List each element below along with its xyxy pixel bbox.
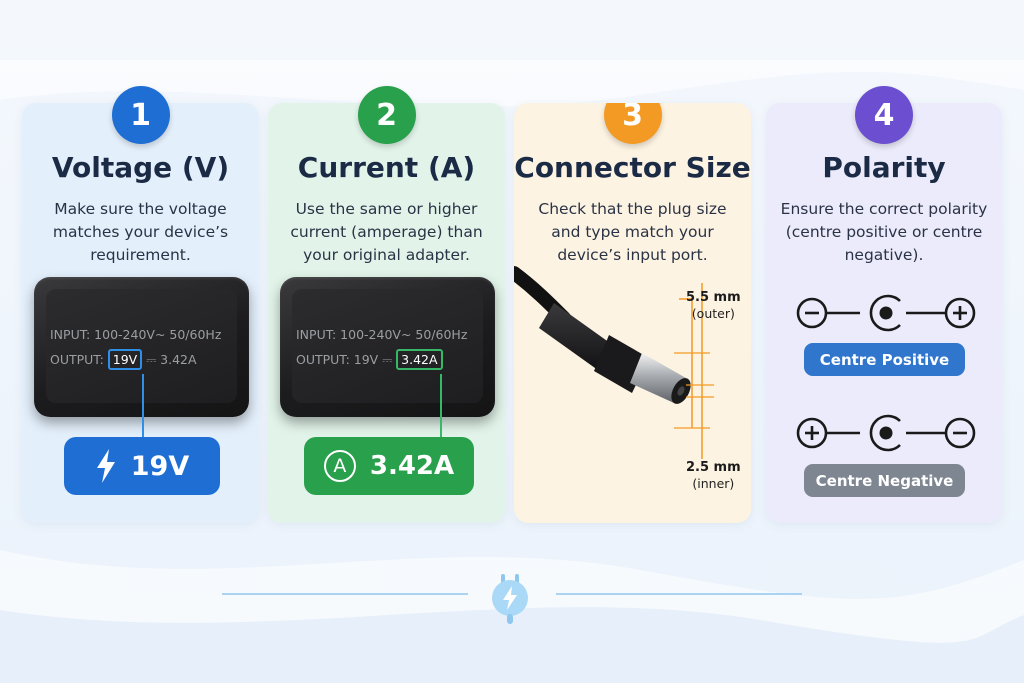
polarity-centre-negative-icon	[796, 414, 976, 452]
step-card-current: 2 Current (A) Use the same or higher cur…	[268, 86, 505, 523]
polarity-centre-positive-icon	[796, 294, 976, 332]
step-title-connector-size: Connector Size	[514, 151, 751, 184]
dc-barrel-plug-icon	[514, 266, 714, 459]
current-connector-line	[440, 374, 442, 438]
step-title-polarity: Polarity	[822, 151, 946, 184]
step-badge-2: 2	[357, 86, 416, 144]
step-badge-1: 1	[111, 86, 170, 144]
current-value: 3.42A	[369, 451, 455, 481]
step-card-connector-size: 3 Connector Size Check that the plug siz…	[514, 103, 751, 523]
adapter-output-line: OUTPUT: 19V ⎓ 3.42A	[296, 349, 443, 370]
step-card-polarity: 4 Polarity Ensure the correct polarity (…	[766, 86, 1002, 523]
step-card-voltage: 1 Voltage (V) Make sure the voltage matc…	[22, 86, 259, 523]
ampere-circle-icon: A	[323, 450, 356, 482]
outer-dimension-value: 5.5 mm	[686, 290, 741, 305]
voltage-highlight: 19V	[107, 349, 143, 370]
power-adapter: INPUT: 100-240V~ 50/60Hz OUTPUT: 19V ⎓ 3…	[34, 277, 249, 417]
step-desc-voltage: Make sure the voltage matches your devic…	[52, 200, 229, 264]
outer-dimension: 5.5 mm (outer)	[686, 289, 741, 322]
inner-dimension-value: 2.5 mm	[686, 460, 741, 475]
current-highlight: 3.42A	[396, 349, 443, 370]
centre-negative-label: Centre Negative	[804, 464, 965, 497]
adapter-input-line: INPUT: 100-240V~ 50/60Hz	[296, 327, 468, 342]
step-desc-polarity: Ensure the correct polarity (centre posi…	[780, 200, 988, 264]
outer-dimension-label: (outer)	[691, 306, 735, 321]
footer-divider-right	[556, 593, 802, 595]
adapter-output-line: OUTPUT: 19V ⎓ 3.42A	[50, 349, 197, 370]
voltage-value: 19V	[130, 450, 190, 482]
lightning-bolt-icon	[96, 449, 115, 483]
step-badge-3: 3	[603, 103, 662, 144]
voltage-value-pill: 19V	[64, 437, 220, 495]
inner-dimension-label: (inner)	[692, 476, 735, 491]
centre-positive-label: Centre Positive	[804, 343, 965, 376]
step-title-voltage: Voltage (V)	[51, 151, 230, 184]
step-title-current: Current (A)	[297, 151, 476, 184]
step-badge-4: 4	[855, 86, 913, 144]
power-adapter: INPUT: 100-240V~ 50/60Hz OUTPUT: 19V ⎓ 3…	[280, 277, 495, 417]
step-desc-current: Use the same or higher current (amperage…	[290, 200, 483, 264]
footer-divider-left	[222, 593, 468, 595]
current-value-pill: A 3.42A	[304, 437, 474, 495]
inner-dimension: 2.5 mm (inner)	[686, 459, 741, 492]
voltage-connector-line	[142, 374, 144, 438]
step-desc-connector-size: Check that the plug size and type match …	[538, 200, 727, 264]
plug-lightning-icon	[492, 574, 528, 624]
adapter-input-line: INPUT: 100-240V~ 50/60Hz	[50, 327, 222, 342]
